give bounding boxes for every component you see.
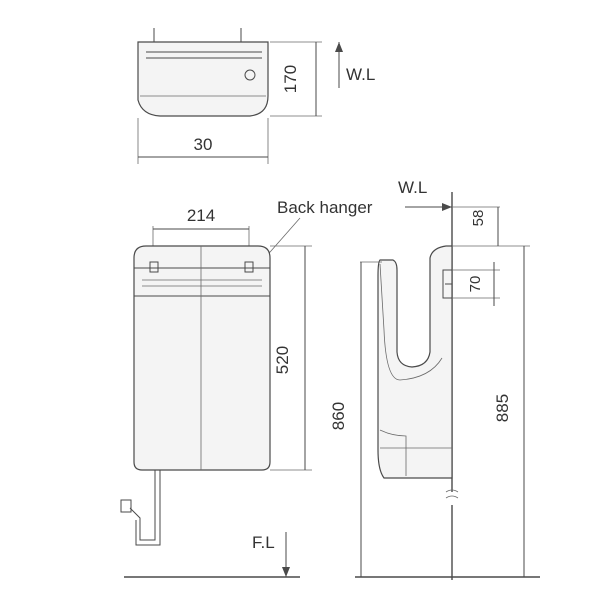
top-width-label: 30: [194, 135, 213, 154]
top-view: 170 W.L 30: [137, 28, 375, 164]
plug-icon: [120, 499, 132, 513]
top-height-label: 170: [281, 65, 300, 93]
wl-top-arrow-icon: [335, 42, 343, 52]
front-body: [133, 245, 271, 471]
side-floor-height-label: 860: [329, 402, 348, 430]
wl-side-label: W.L: [398, 178, 427, 197]
side-total-height-label: 885: [493, 394, 512, 422]
hanger-hook-left: [149, 261, 159, 273]
fl-label: F.L: [252, 533, 275, 552]
sensor-icon: [244, 69, 256, 81]
side-inner-contour: [379, 263, 443, 381]
hanger-hook-right: [244, 261, 254, 273]
wl-top-label: W.L: [346, 65, 375, 84]
front-hanger-width-label: 214: [187, 206, 215, 225]
top-body: [137, 41, 269, 117]
side-bracket: [442, 269, 452, 299]
fl-arrow-icon: [282, 567, 290, 577]
break-mark-a: [445, 489, 459, 493]
power-cord-outer: [135, 470, 161, 546]
side-body: [377, 245, 453, 479]
back-hanger-label: Back hanger: [277, 198, 373, 217]
side-lower-contour: [379, 429, 407, 476]
front-height-label: 520: [273, 346, 292, 374]
side-view: W.L 58 70 885 860: [329, 178, 540, 580]
side-hanger-height-label: 70: [467, 276, 484, 293]
wl-side-arrow-icon: [442, 203, 452, 211]
power-cord: [129, 470, 156, 541]
front-view: 214 Back hanger 520 F.L: [120, 198, 373, 578]
side-top-offset-label: 58: [470, 210, 487, 227]
break-mark-b: [445, 495, 459, 499]
